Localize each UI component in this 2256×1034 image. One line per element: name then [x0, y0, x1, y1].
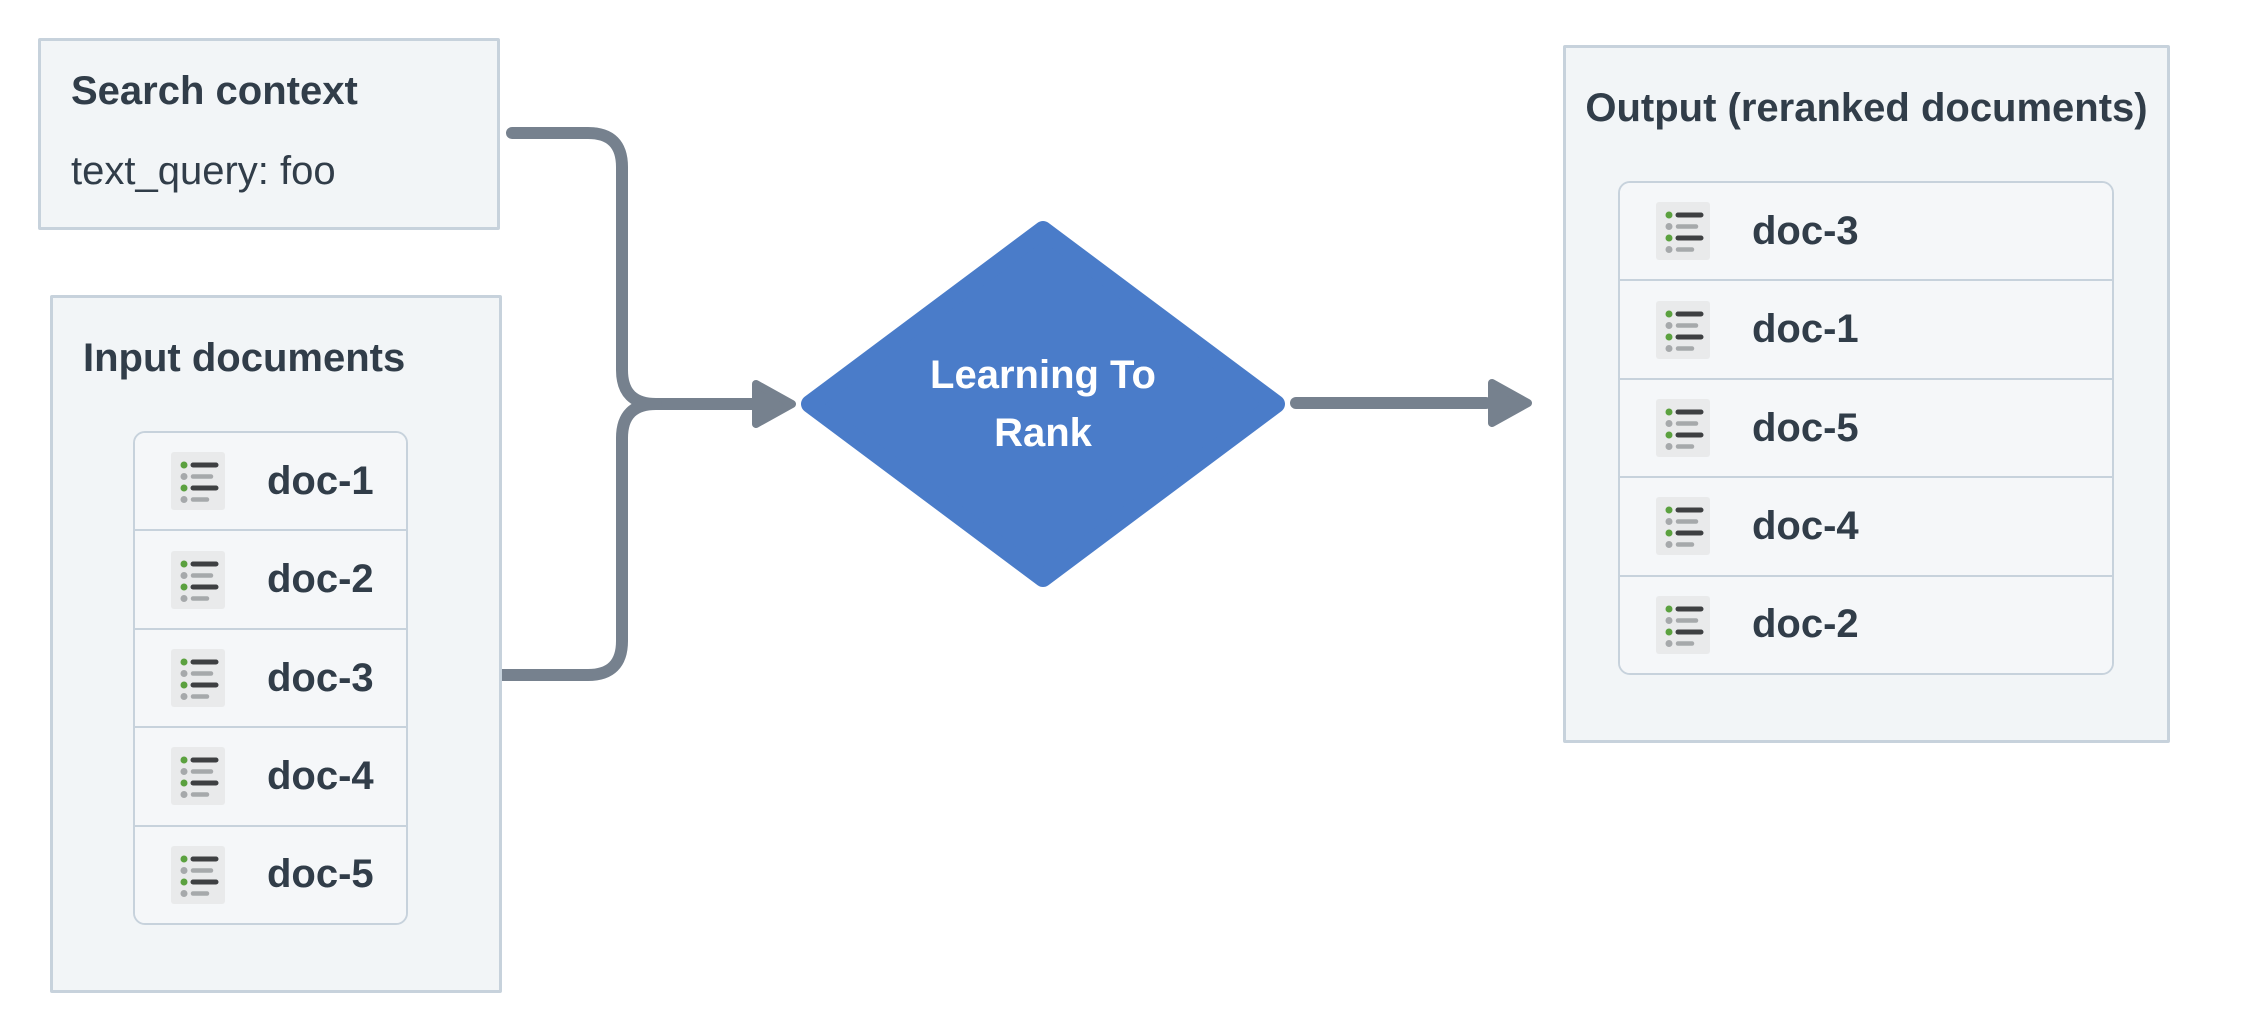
ltr-node-label-line1: Learning To [930, 353, 1156, 397]
document-label: doc-1 [1752, 307, 1859, 352]
search-query-text: text_query: foo [71, 149, 336, 193]
document-label: doc-5 [267, 852, 374, 897]
list-icon [171, 550, 225, 609]
document-row: doc-4 [1620, 476, 2112, 575]
list-icon [171, 747, 225, 806]
document-row: doc-5 [1620, 377, 2112, 477]
list-icon [1656, 399, 1710, 458]
input-documents-connector [496, 398, 662, 681]
document-label: doc-2 [267, 557, 374, 602]
document-row: doc-2 [135, 529, 406, 628]
input-documents-title: Input documents [83, 336, 406, 380]
list-icon [1656, 595, 1710, 654]
search-context-title: Search context [71, 69, 358, 113]
search-context-panel: Search context text_query: foo [38, 38, 500, 230]
ltr-node-label-line2: Rank [994, 411, 1092, 455]
search-context-connector [506, 127, 758, 410]
output-arrowhead-icon [1488, 379, 1532, 427]
merge-arrowhead-icon [752, 380, 796, 428]
list-icon [1656, 300, 1710, 359]
document-row: doc-2 [1620, 574, 2112, 673]
list-icon [171, 649, 225, 708]
list-icon [171, 452, 225, 511]
list-icon [1656, 202, 1710, 261]
ltr-node-label: Learning To Rank [810, 230, 1276, 578]
document-label: doc-5 [1752, 405, 1859, 450]
document-row: doc-3 [1620, 183, 2112, 280]
document-label: doc-3 [1752, 208, 1859, 253]
document-row: doc-4 [135, 726, 406, 825]
output-documents-list: doc-3 doc-1 [1618, 181, 2114, 675]
list-icon [171, 845, 225, 904]
input-documents-list: doc-1 doc-2 [133, 431, 408, 925]
document-row: doc-5 [135, 824, 406, 923]
output-documents-title: Output (reranked documents) [1585, 86, 2148, 130]
ltr-diamond-shape [801, 221, 1285, 587]
document-label: doc-4 [267, 753, 374, 798]
document-label: doc-2 [1752, 602, 1859, 647]
document-label: doc-1 [267, 458, 374, 503]
document-label: doc-4 [1752, 503, 1859, 548]
document-row: doc-3 [135, 627, 406, 727]
output-documents-panel: Output (reranked documents) [1563, 45, 2170, 743]
document-row: doc-1 [135, 433, 406, 530]
list-icon [1656, 497, 1710, 556]
document-label: doc-3 [267, 655, 374, 700]
document-row: doc-1 [1620, 279, 2112, 378]
input-documents-panel: Input documents doc-1 [50, 295, 502, 993]
